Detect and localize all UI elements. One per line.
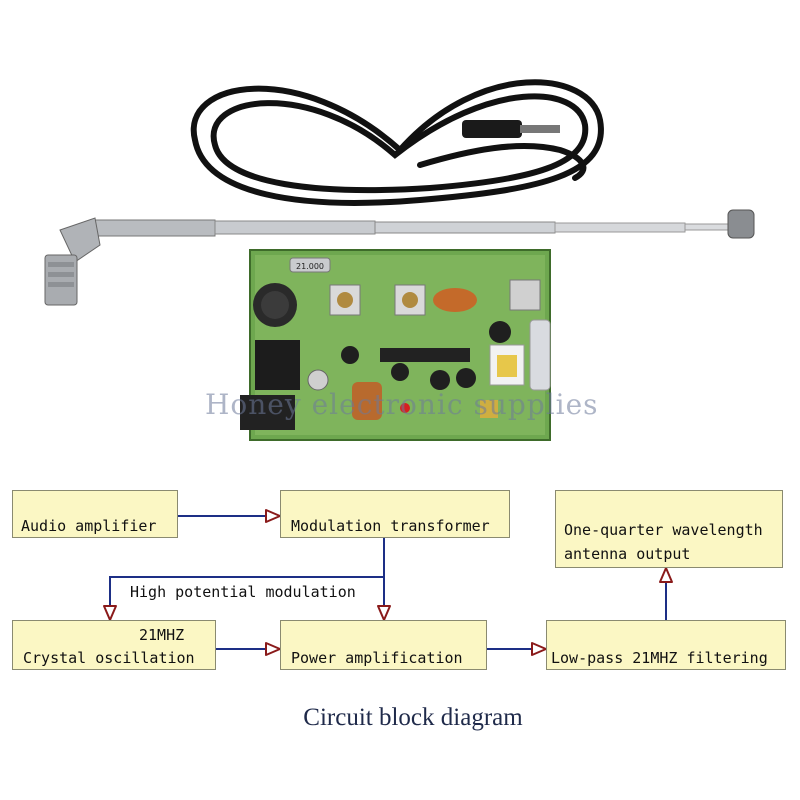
telescopic-antenna bbox=[44, 209, 755, 306]
block-audio-amplifier: Audio amplifier bbox=[12, 490, 178, 538]
audio-cable bbox=[190, 79, 604, 206]
arrowhead-to-filter bbox=[531, 642, 547, 656]
connector-high-potential-modulation bbox=[109, 576, 384, 606]
block-power-amplification-label: Power amplification bbox=[291, 649, 463, 667]
block-antenna-output: One-quarter wavelength antenna output bbox=[555, 490, 783, 568]
block-crystal-oscillation-label: Crystal oscillation bbox=[23, 649, 195, 667]
high-potential-modulation-label: High potential modulation bbox=[128, 583, 358, 601]
block-power-amplification: Power amplification bbox=[280, 620, 487, 670]
arrowhead-to-power-left bbox=[265, 642, 281, 656]
block-lowpass-filter-label: Low-pass 21MHZ filtering bbox=[551, 649, 768, 667]
arrowhead-to-crystal-top bbox=[103, 605, 117, 621]
block-modulation-transformer-label: Modulation transformer bbox=[291, 517, 490, 535]
block-audio-amplifier-label: Audio amplifier bbox=[21, 517, 157, 535]
diagram-caption: Circuit block diagram bbox=[0, 704, 800, 732]
block-antenna-output-line1: One-quarter wavelength bbox=[564, 521, 763, 539]
arrowhead-to-antenna bbox=[659, 567, 673, 583]
block-crystal-frequency: 21MHZ bbox=[139, 626, 185, 644]
diagram-caption-text: Circuit block diagram bbox=[303, 704, 523, 731]
crystal-marking: 21.000 bbox=[296, 262, 324, 271]
arrowhead-to-power-top bbox=[377, 605, 391, 621]
arrowhead-to-transformer bbox=[265, 509, 281, 523]
block-crystal-oscillation: 21MHZ Crystal oscillation bbox=[12, 620, 216, 670]
block-lowpass-filter: Low-pass 21MHZ filtering bbox=[546, 620, 786, 670]
product-photo: 21.000 bbox=[44, 79, 755, 441]
audio-plug bbox=[462, 120, 522, 138]
watermark-text: Honey electronic supplies bbox=[205, 388, 599, 421]
block-modulation-transformer: Modulation transformer bbox=[280, 490, 510, 538]
pcb-board: 21.000 bbox=[240, 249, 551, 441]
block-antenna-output-line2: antenna output bbox=[564, 545, 691, 563]
